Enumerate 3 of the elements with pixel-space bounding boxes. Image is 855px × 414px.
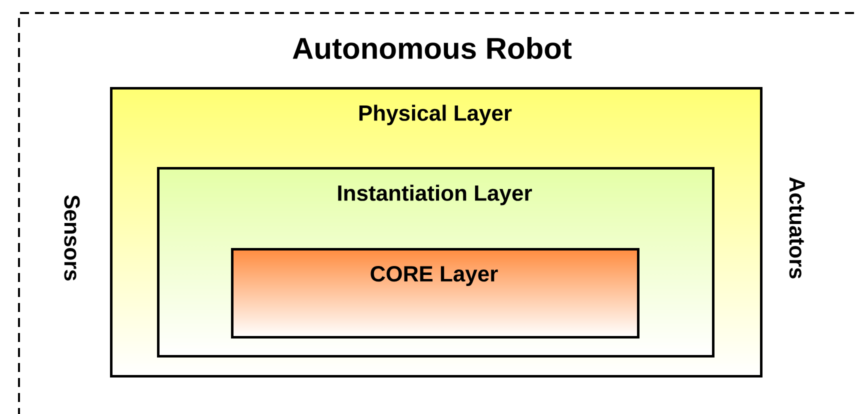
side-label: Sensors <box>64 195 80 280</box>
side-label: Actuators <box>789 177 805 278</box>
layer-box: CORE Layer <box>231 248 640 338</box>
